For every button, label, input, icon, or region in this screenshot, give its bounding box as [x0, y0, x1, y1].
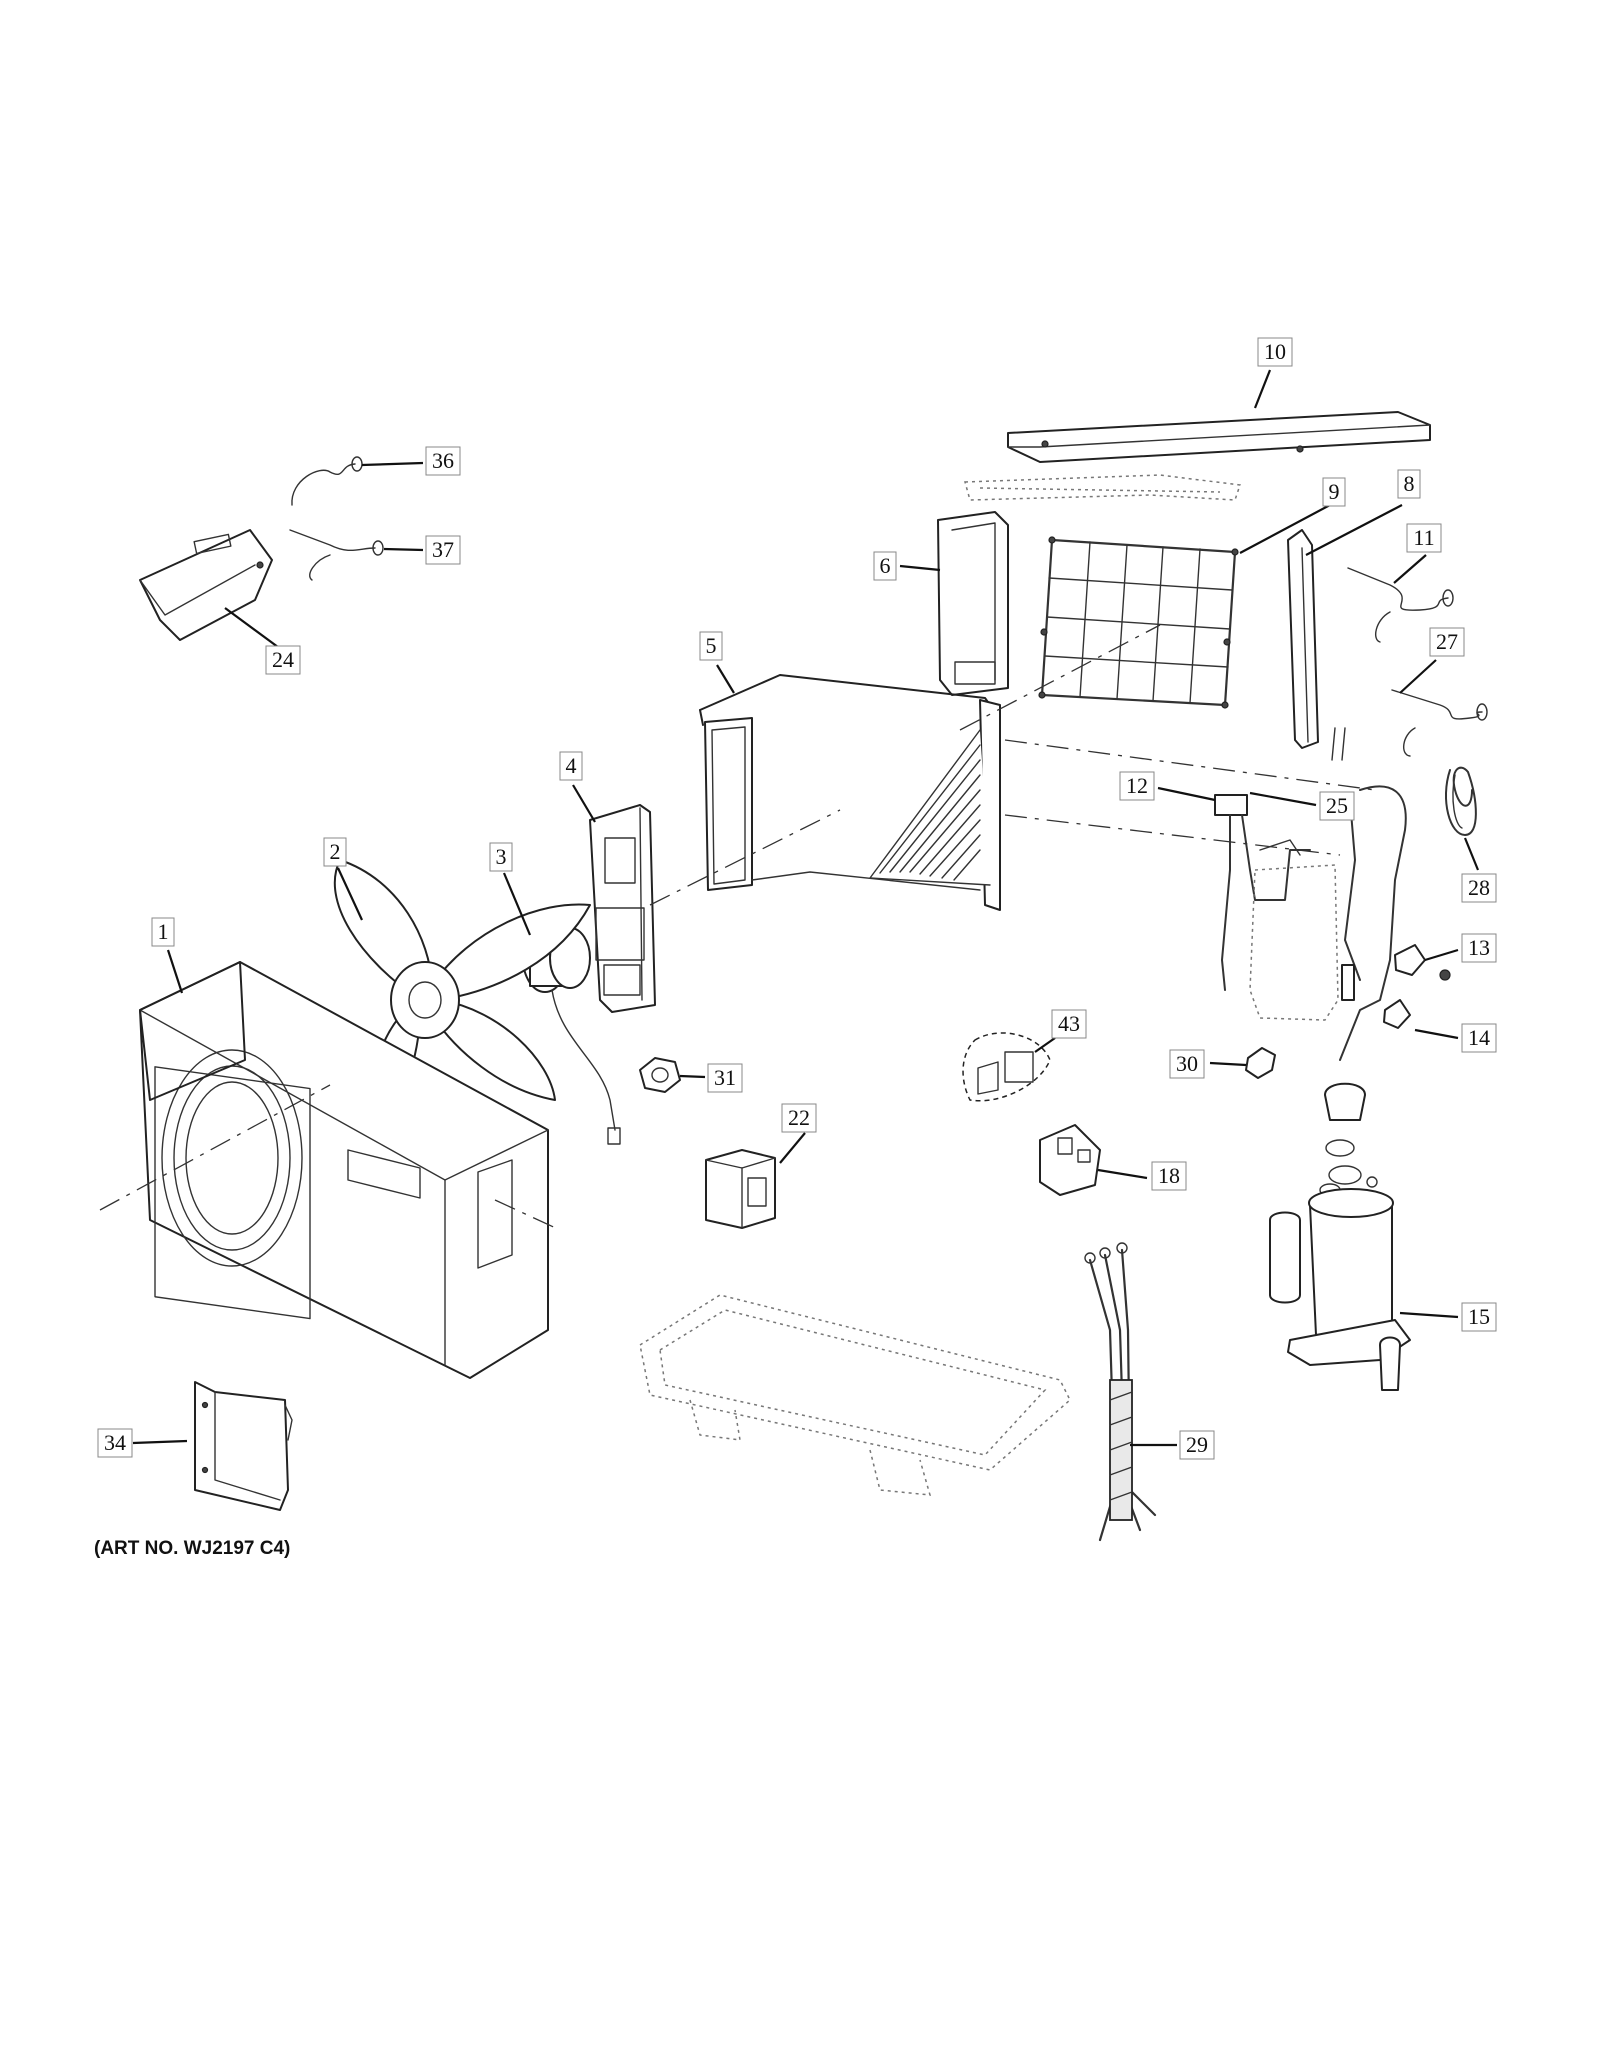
part-sensor-wire-lower — [1331, 689, 1488, 761]
callout-13: 13 — [1461, 933, 1497, 963]
part-control-board — [962, 1032, 1051, 1102]
callout-28: 28 — [1461, 873, 1497, 903]
part-front-cabinet — [139, 961, 549, 1379]
callout-10: 10 — [1257, 337, 1293, 367]
part-small-connector — [1245, 1047, 1276, 1079]
part-sensor-36 — [291, 456, 363, 506]
callout-14: 14 — [1461, 1023, 1497, 1053]
callout-34: 34 — [97, 1428, 133, 1458]
callout-37: 37 — [425, 535, 461, 565]
part-sensor-wire-upper — [1347, 567, 1454, 643]
callout-9: 9 — [1322, 477, 1346, 507]
part-top-cover — [1007, 411, 1431, 463]
callout-29: 29 — [1179, 1430, 1215, 1460]
part-right-post — [1287, 529, 1319, 749]
svg-text:24: 24 — [272, 647, 294, 672]
svg-text:29: 29 — [1186, 1432, 1208, 1457]
svg-text:25: 25 — [1326, 793, 1348, 818]
part-wire-harness — [1084, 1242, 1157, 1542]
svg-text:12: 12 — [1126, 773, 1148, 798]
svg-text:14: 14 — [1468, 1025, 1490, 1050]
callout-5: 5 — [699, 631, 723, 661]
part-electrical-box-cover — [139, 529, 273, 641]
callout-22: 22 — [781, 1103, 817, 1133]
callout-30: 30 — [1169, 1049, 1205, 1079]
part-side-bracket — [194, 1381, 293, 1511]
callout-36: 36 — [425, 446, 461, 476]
callout-31: 31 — [707, 1063, 743, 1093]
callout-25: 25 — [1319, 791, 1355, 821]
svg-text:10: 10 — [1264, 339, 1286, 364]
part-condenser-coil — [699, 674, 1001, 911]
part-valve-assembly — [1214, 794, 1339, 1021]
callout-6: 6 — [873, 551, 897, 581]
callout-11: 11 — [1406, 523, 1442, 553]
part-fan-blade — [333, 859, 591, 1116]
part-sensor-37 — [289, 529, 384, 581]
svg-text:15: 15 — [1468, 1304, 1490, 1329]
part-base-pan-outline — [639, 1294, 1071, 1496]
callout-15: 15 — [1461, 1302, 1497, 1332]
svg-text:4: 4 — [566, 753, 577, 778]
svg-text:22: 22 — [788, 1105, 810, 1130]
svg-text:2: 2 — [330, 839, 341, 864]
callout-43: 43 — [1051, 1009, 1087, 1039]
svg-text:30: 30 — [1176, 1051, 1198, 1076]
svg-text:34: 34 — [104, 1430, 126, 1455]
svg-text:27: 27 — [1436, 629, 1458, 654]
svg-text:13: 13 — [1468, 935, 1490, 960]
art-number-label: (ART NO. WJ2197 C4) — [94, 1538, 291, 1559]
callout-12: 12 — [1119, 771, 1155, 801]
callout-18: 18 — [1151, 1161, 1187, 1191]
assembly-centerlines — [99, 624, 1376, 1231]
svg-text:28: 28 — [1468, 875, 1490, 900]
callout-3: 3 — [489, 842, 513, 872]
part-rear-rail-outline — [964, 474, 1242, 501]
callout-4: 4 — [559, 751, 583, 781]
callout-1: 1 — [151, 917, 175, 947]
svg-text:6: 6 — [880, 553, 891, 578]
part-capacitor-box — [705, 1149, 776, 1229]
part-fan-nut — [639, 1057, 681, 1093]
callout-2: 2 — [323, 837, 347, 867]
callout-24: 24 — [265, 645, 301, 675]
callout-8: 8 — [1397, 469, 1421, 499]
callout-27: 27 — [1429, 627, 1465, 657]
svg-text:8: 8 — [1404, 471, 1415, 496]
svg-text:11: 11 — [1413, 525, 1434, 550]
svg-text:43: 43 — [1058, 1011, 1080, 1036]
leader-lines — [132, 369, 1480, 1447]
svg-text:3: 3 — [496, 844, 507, 869]
svg-text:1: 1 — [158, 919, 169, 944]
svg-text:18: 18 — [1158, 1163, 1180, 1188]
svg-text:36: 36 — [432, 448, 454, 473]
part-compressor — [1269, 1082, 1411, 1391]
part-wire-grille — [1038, 536, 1239, 709]
part-service-valves — [1339, 785, 1451, 1061]
svg-text:9: 9 — [1329, 479, 1340, 504]
svg-text:5: 5 — [706, 633, 717, 658]
part-side-panel — [937, 511, 1009, 696]
part-motor-bracket — [589, 804, 656, 1013]
part-label-plate — [1039, 1124, 1101, 1196]
part-coiled-wire — [1444, 766, 1477, 836]
svg-text:37: 37 — [432, 537, 454, 562]
svg-text:31: 31 — [714, 1065, 736, 1090]
